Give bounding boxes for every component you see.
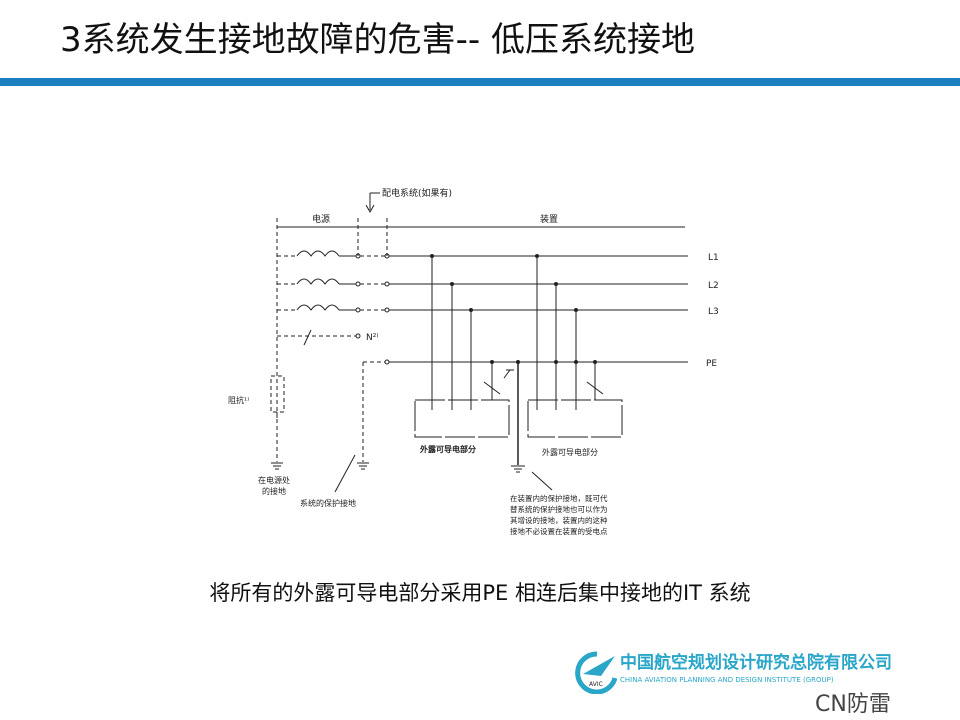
pe-label: PE [706, 359, 717, 369]
avic-logo-icon: AVIC [575, 651, 617, 694]
impedance-box [270, 375, 285, 413]
note-line-2: 替系统的保护接地也可以作为 [510, 504, 608, 514]
exposed-part-label-2: 外露可导电部分 [542, 447, 598, 457]
slide-caption: 将所有的外露可导电部分采用PE 相连后集中接地的IT 系统 [209, 581, 751, 605]
impedance-label: 阻抗¹⁾ [228, 395, 249, 405]
phase-line-l3 [277, 304, 688, 313]
phase-line-l1 [277, 250, 688, 259]
logo-mark-text: AVIC [589, 681, 603, 688]
note-line-1: 在装置内的保护接地，既可代 [510, 493, 608, 503]
note-line-4: 接地不必设置在装置的受电点 [510, 526, 608, 536]
company-name-en: CHINA AVIATION PLANNING AND DESIGN INSTI… [620, 676, 834, 684]
installation-label: 装置 [540, 213, 558, 225]
system-earth-pointer [334, 454, 356, 493]
system-earth-label: 系统的保护接地 [300, 498, 356, 508]
pe-line [357, 359, 688, 470]
neutral-label: N²⁾ [366, 333, 379, 343]
watermark: CN防雷 [815, 692, 891, 717]
line-label-l2: L2 [708, 281, 719, 291]
neutral-line [277, 329, 361, 346]
note-pointer [531, 471, 553, 491]
distribution-arrow-icon [365, 192, 380, 214]
title-divider-bar [0, 78, 960, 86]
phase-line-l2 [277, 278, 688, 287]
company-name-cn: 中国航空规划设计研究总院有限公司 [620, 653, 892, 673]
source-earth-label-1: 在电源处 [258, 475, 290, 485]
source-label: 电源 [312, 213, 330, 225]
line-label-l3: L3 [708, 307, 719, 317]
distribution-label: 配电系统(如果有) [382, 187, 452, 199]
equipment-1-connections [414, 254, 514, 438]
source-earth-label-2: 的接地 [262, 486, 286, 496]
line-label-l1: L1 [708, 253, 719, 263]
exposed-part-label-1: 外露可导电部分 [420, 444, 476, 454]
slide-title: 3系统发生接地故障的危害-- 低压系统接地 [60, 20, 695, 60]
note-line-3: 其增设的接地，装置内的这种 [510, 515, 608, 525]
equipment-2-connections [527, 254, 623, 438]
installation-earth [511, 360, 525, 473]
